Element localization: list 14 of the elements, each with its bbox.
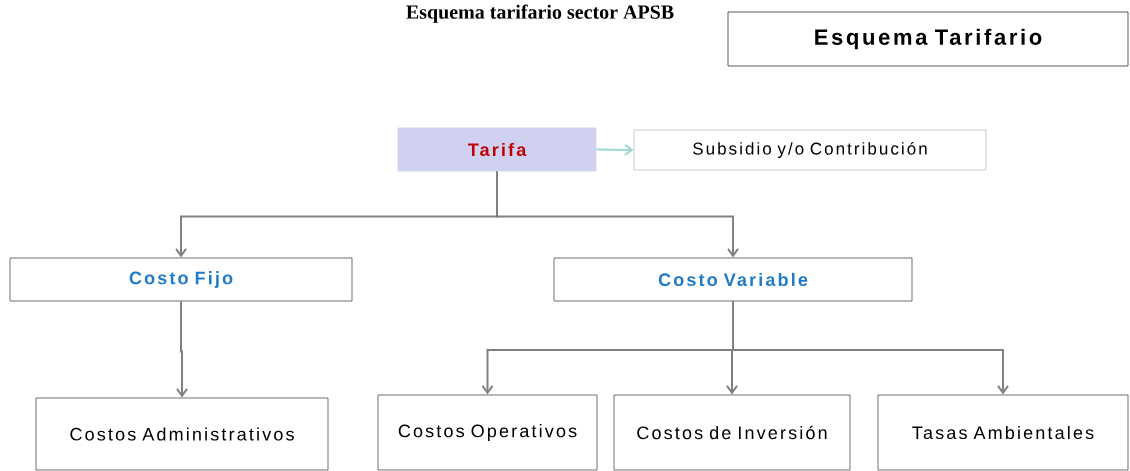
arrow xyxy=(496,170,739,258)
arrow xyxy=(732,300,1009,395)
process-box: Costo Fijo xyxy=(9,257,353,302)
title-box: Esquema Tarifario xyxy=(727,11,1129,67)
process-box: Tasas Ambientales xyxy=(877,394,1129,471)
title: Esquema tarifario sector APSB xyxy=(406,4,674,23)
process-box: Costo Variable xyxy=(553,257,913,302)
process-box: Tarifa xyxy=(397,127,597,172)
process-box: Costos de Inversión xyxy=(613,394,851,471)
process-box: Subsidio y/o Contribución xyxy=(633,129,987,171)
process-box: Costos Operativos xyxy=(377,394,598,471)
arrow xyxy=(595,143,634,156)
arrow xyxy=(176,300,188,398)
process-box: Costos Administrativos xyxy=(35,397,329,471)
